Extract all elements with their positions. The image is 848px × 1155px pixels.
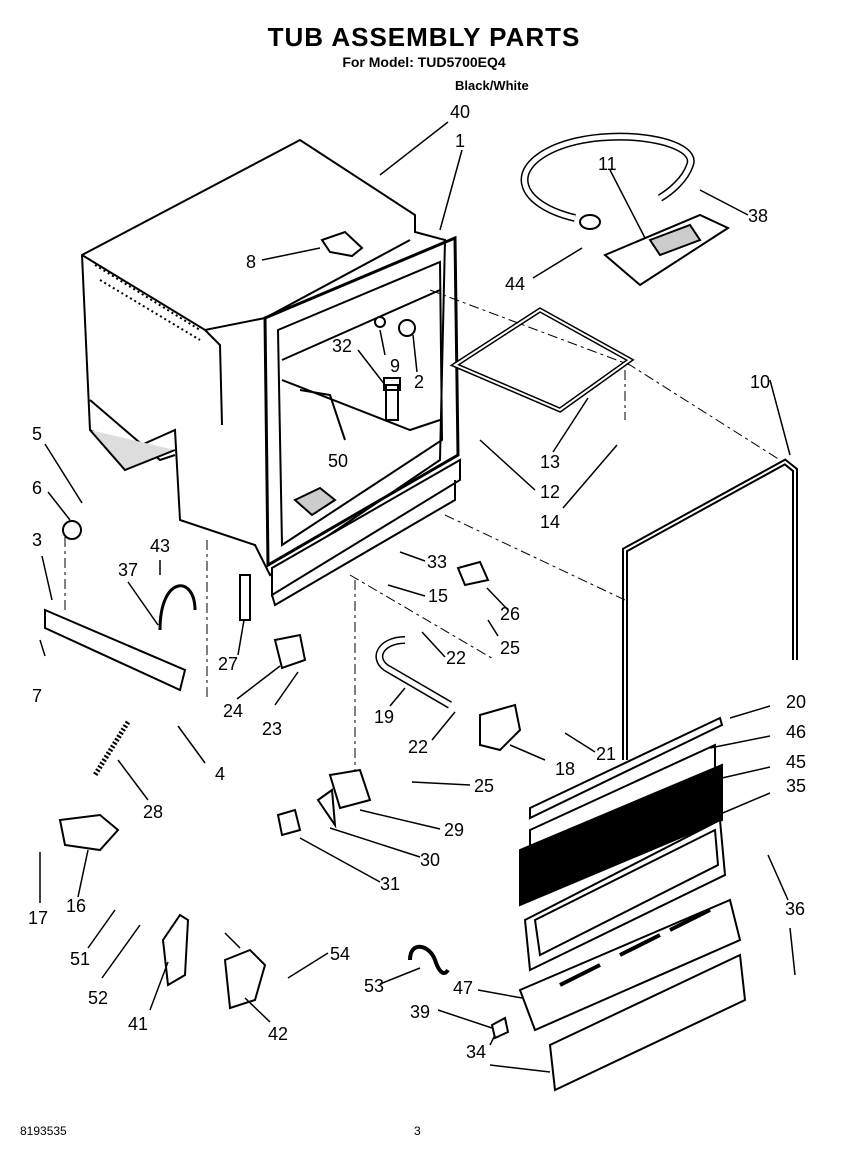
callout-41: 41 (128, 1014, 148, 1034)
assembly-guide-lines (64, 289, 781, 775)
callout-leader-lines (39, 121, 796, 1073)
callout-43: 43 (150, 536, 170, 556)
callout-50: 50 (328, 451, 348, 471)
callout-51: 51 (70, 949, 90, 969)
callout-47: 47 (453, 978, 473, 998)
clip-39-drawing (490, 1016, 510, 1040)
model-label: For Model: TUD5700EQ4 (342, 54, 506, 70)
callout-35: 35 (786, 776, 806, 796)
callout-17: 17 (28, 908, 48, 928)
callout-21: 21 (596, 744, 616, 764)
callout-16: 16 (66, 896, 86, 916)
spray-arm-mount-32-drawing (383, 377, 401, 421)
washer-6-drawing (62, 520, 82, 540)
callout-15: 15 (428, 586, 448, 606)
callout-3: 3 (32, 530, 42, 550)
page-title: TUB ASSEMBLY PARTS (267, 22, 581, 52)
tub-gasket-13-drawing (449, 307, 635, 413)
callout-26: 26 (500, 604, 520, 624)
bracket-16-drawing (58, 813, 120, 852)
callout-6: 6 (32, 478, 42, 498)
callout-45: 45 (786, 752, 806, 772)
bracket-24-drawing (273, 633, 307, 670)
callout-27: 27 (218, 654, 238, 674)
callout-18: 18 (555, 759, 575, 779)
callout-46: 46 (786, 722, 806, 742)
page-number: 3 (414, 1124, 421, 1138)
panel-45-drawing (519, 763, 723, 907)
brace-27-drawing (239, 574, 251, 621)
hose-clamp-44-drawing (579, 214, 601, 230)
callout-9: 9 (390, 356, 400, 376)
callout-37: 37 (118, 560, 138, 580)
callout-12: 12 (540, 482, 560, 502)
callout-29: 29 (444, 820, 464, 840)
screw-9-drawing (374, 316, 386, 328)
callout-32: 32 (332, 336, 352, 356)
pump-18-drawing (479, 703, 522, 752)
frame-35-drawing (523, 818, 727, 972)
callout-28: 28 (143, 802, 163, 822)
callout-24: 24 (223, 701, 243, 721)
wire-53-drawing (408, 944, 450, 975)
hinge-bracket-3-drawing (44, 608, 187, 692)
color-variant-label: Black/White (455, 78, 529, 93)
callout-52: 52 (88, 988, 108, 1008)
grommet-2-drawing (398, 319, 416, 337)
callout-22: 22 (446, 648, 466, 668)
callout-25b: 25 (474, 776, 494, 796)
callout-8: 8 (246, 252, 256, 272)
document-number: 8193535 (20, 1124, 67, 1138)
bracket-41-drawing (161, 913, 190, 987)
callout-13: 13 (540, 452, 560, 472)
clip-37-drawing (158, 584, 197, 631)
door-gasket-10-drawing (622, 458, 798, 760)
bracket-42-drawing (223, 948, 267, 1010)
callout-39: 39 (410, 1002, 430, 1022)
callout-30: 30 (420, 850, 440, 870)
callout-36: 36 (785, 899, 805, 919)
latch-26-drawing (456, 560, 490, 587)
trim-20-drawing (529, 716, 724, 820)
callout-1: 1 (455, 131, 465, 151)
callout-11: 11 (598, 154, 617, 174)
callout-labels: 40 1 11 38 8 44 9 2 32 10 13 5 50 12 6 1… (28, 102, 806, 1062)
callout-53: 53 (364, 976, 384, 996)
callout-44: 44 (505, 274, 525, 294)
callout-5: 5 (32, 424, 42, 444)
callout-22b: 22 (408, 737, 428, 757)
callout-4: 4 (215, 764, 225, 784)
callout-10: 10 (750, 372, 770, 392)
callout-20: 20 (786, 692, 806, 712)
callout-40: 40 (450, 102, 470, 122)
heater-mount-50-drawing (293, 486, 337, 517)
callout-2: 2 (414, 372, 424, 392)
callout-7: 7 (32, 686, 42, 706)
spring-28-drawing (92, 720, 131, 777)
plate-31-drawing (276, 808, 302, 837)
callout-33: 33 (427, 552, 447, 572)
toe-panel-47-drawing (518, 898, 742, 1032)
lever-30-drawing (316, 788, 337, 829)
switch-29-drawing (328, 768, 372, 810)
top-bracket-drawing (320, 230, 364, 258)
callout-38: 38 (748, 206, 768, 226)
callout-14: 14 (540, 512, 560, 532)
callout-31: 31 (380, 874, 400, 894)
tub-front-frame-drawing (263, 235, 461, 607)
callout-23: 23 (262, 719, 282, 739)
kick-plate-34-drawing (548, 953, 747, 1092)
callout-34: 34 (466, 1042, 486, 1062)
callout-54: 54 (330, 944, 350, 964)
callout-42: 42 (268, 1024, 288, 1044)
callout-19: 19 (374, 707, 394, 727)
callout-25: 25 (500, 638, 520, 658)
